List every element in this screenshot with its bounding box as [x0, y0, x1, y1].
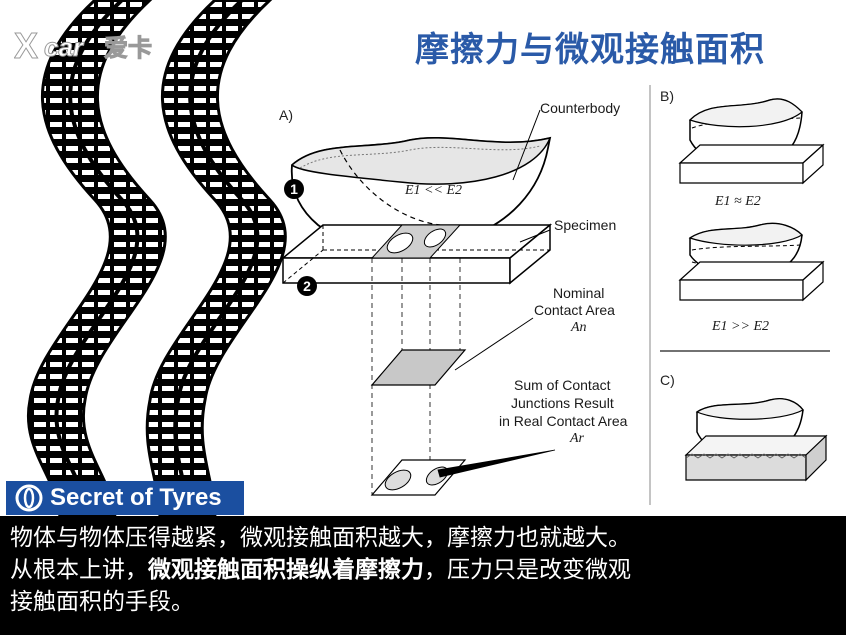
secret-of-tyres-badge: Secret of Tyres [6, 481, 244, 515]
nominal-label-line1: Nominal [553, 285, 605, 301]
svg-text:X: X [14, 25, 38, 66]
sum-label-line2: Junctions Result [511, 395, 614, 411]
svg-text:爱卡: 爱卡 [104, 34, 152, 62]
caption-line-2-start: 从根本上讲， [10, 557, 148, 583]
panel-c-label: C) [660, 372, 675, 388]
nominal-label-line2: Contact Area [534, 302, 615, 318]
page-title: 摩擦力与微观接触面积 [415, 30, 765, 70]
tyre-icon [15, 484, 43, 512]
svg-text:car: car [44, 32, 85, 62]
xcar-logo: X car 爱卡 [14, 25, 153, 67]
marker-1 [284, 179, 304, 199]
sum-label-line3: in Real Contact Area [499, 413, 628, 429]
caption-box: 物体与物体压得越紧，微观接触面积越大，摩擦力也就越大。 从根本上讲，微观接触面积… [0, 516, 846, 635]
caption-emphasis: 微观接触面积操纵着摩擦力 [148, 557, 424, 583]
caption-line-2-end: ，压力只是改变微观 [424, 557, 631, 583]
badge-label: Secret of Tyres [50, 484, 222, 511]
modulus-ll-label: E1 << E2 [405, 183, 462, 198]
modulus-gg-label: E1 >> E2 [712, 319, 769, 334]
counterbody-label: Counterbody [540, 100, 621, 116]
panel-b-label: B) [660, 88, 674, 104]
caption-line-2: 从根本上讲，微观接触面积操纵着摩擦力，压力只是改变微观 [10, 554, 836, 586]
modulus-approx-label: E1 ≈ E2 [715, 194, 761, 209]
nominal-symbol: An [571, 320, 587, 335]
sum-label-line1: Sum of Contact [514, 377, 611, 393]
caption-line-1: 物体与物体压得越紧，微观接触面积越大，摩擦力也就越大。 [10, 525, 631, 551]
sum-symbol: Ar [570, 431, 584, 446]
specimen-label: Specimen [554, 217, 617, 233]
caption-line-3: 接触面积的手段。 [10, 589, 194, 615]
marker-2-label: 2 [303, 278, 311, 294]
panel-a-label: A) [279, 107, 293, 123]
marker-2 [297, 276, 317, 296]
marker-1-label: 1 [290, 181, 298, 197]
